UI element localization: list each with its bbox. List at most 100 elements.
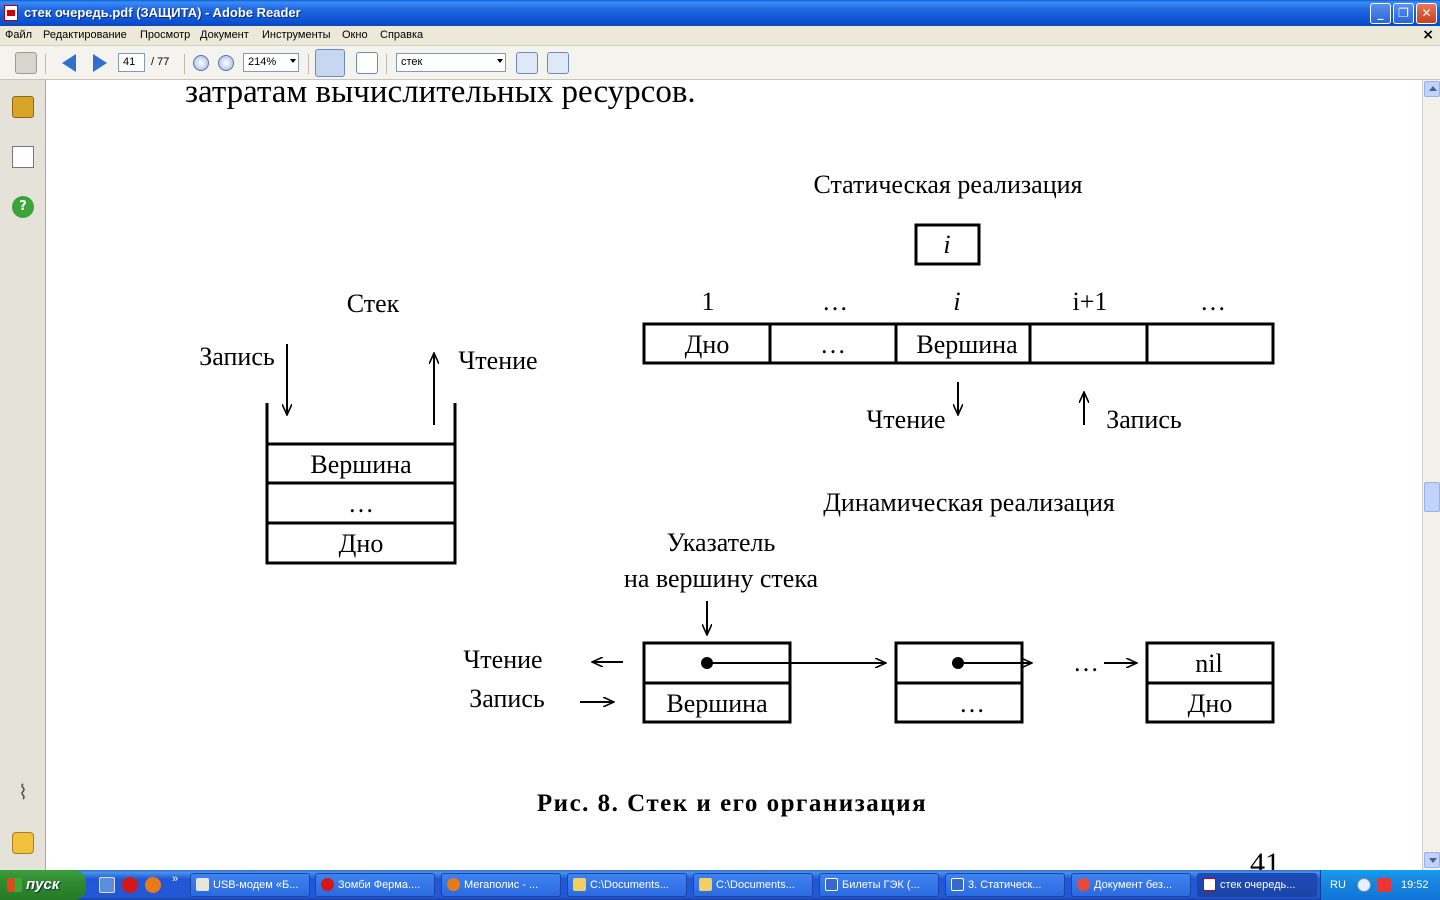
fit-width-icon[interactable] (315, 49, 345, 77)
page-number: 41 (1250, 847, 1280, 870)
stack-cell-middle: … (348, 489, 374, 518)
menu-window[interactable]: Окно (342, 29, 368, 41)
vertical-scrollbar[interactable] (1422, 80, 1440, 870)
static-index-box-label: i (943, 230, 950, 259)
dynamic-title: Динамическая реализация (823, 488, 1115, 517)
taskbar-item-documents-1[interactable]: C:\Documents... (567, 873, 687, 897)
pages-icon[interactable] (12, 146, 34, 168)
static-title: Статическая реализация (814, 170, 1083, 199)
menu-file[interactable]: Файл (5, 29, 33, 41)
static-array (642, 322, 1275, 365)
print-icon[interactable] (15, 52, 37, 74)
clock[interactable]: 19:52 (1401, 879, 1429, 891)
folder-icon (699, 878, 712, 891)
menu-bar: Файл Редактирование Просмотр Документ Ин… (0, 26, 1440, 46)
paint-icon (1077, 878, 1090, 891)
adobe-reader-icon (4, 5, 18, 21)
chevron-up-icon (1429, 86, 1437, 91)
menu-view[interactable]: Просмотр (140, 29, 191, 41)
toolbar-separator (386, 54, 387, 74)
static-index-box (914, 223, 981, 266)
antivirus-icon[interactable] (1377, 878, 1391, 892)
pdf-page: затратам вычислительных ресурсов. Стек З… (185, 80, 1280, 870)
comments-icon[interactable] (12, 832, 34, 854)
static-index: 1 (702, 287, 715, 316)
firefox-icon[interactable] (145, 877, 161, 893)
show-desktop-icon[interactable] (99, 877, 115, 893)
figure-caption: Рис. 8. Стек и его организация (537, 790, 927, 817)
taskbar-item-paint-document[interactable]: Документ без... (1071, 873, 1191, 897)
help-icon[interactable]: ? (12, 196, 34, 218)
quicklaunch-more[interactable]: » (172, 873, 179, 885)
dynamic-node-3-pointer-value: nil (1195, 649, 1222, 678)
dynamic-node-1-value: Вершина (666, 689, 768, 718)
static-read-label: Чтение (866, 405, 945, 434)
adobe-reader-icon (1203, 878, 1216, 891)
stack-read-label: Чтение (458, 346, 537, 375)
language-indicator[interactable]: RU (1330, 879, 1346, 891)
page-number-input[interactable]: 41 (118, 53, 145, 72)
word-document-icon (825, 878, 838, 891)
navigation-panel: ? ⌇ (0, 80, 46, 870)
attachment-icon[interactable]: ⌇ (18, 780, 28, 804)
find-previous-icon[interactable] (516, 52, 538, 74)
stack-cell-top: Вершина (310, 450, 412, 479)
page-total: / 77 (151, 56, 170, 68)
zoom-out-icon[interactable] (193, 55, 209, 71)
top-text: затратам вычислительных ресурсов. (185, 80, 696, 110)
static-write-label: Запись (1106, 405, 1182, 434)
close-button[interactable]: ✕ (1416, 3, 1437, 24)
search-input[interactable]: стек (396, 53, 506, 72)
scroll-down-button[interactable] (1424, 852, 1440, 868)
next-page-icon[interactable] (93, 54, 107, 72)
taskbar-item-megapolis[interactable]: Мегаполис - ... (441, 873, 561, 897)
taskbar-item-zombie-farm[interactable]: Зомби Ферма.... (315, 873, 435, 897)
scroll-thumb[interactable] (1424, 482, 1440, 512)
menu-edit[interactable]: Редактирование (43, 29, 127, 41)
start-button[interactable]: пуск (0, 870, 86, 900)
chevron-down-icon (1429, 858, 1437, 863)
start-label: пуск (26, 876, 60, 893)
find-next-icon[interactable] (547, 52, 569, 74)
toolbar-separator (308, 54, 309, 74)
document-close-icon[interactable]: × (1422, 27, 1434, 43)
menu-help[interactable]: Справка (380, 29, 424, 41)
taskbar-item-documents-2[interactable]: C:\Documents... (693, 873, 813, 897)
window-title-bar[interactable]: стек очередь.pdf (ЗАЩИТА) - Adobe Reader… (0, 0, 1440, 26)
window-title: стек очередь.pdf (ЗАЩИТА) - Adobe Reader (24, 5, 301, 20)
search-dropdown-icon[interactable] (497, 59, 503, 63)
static-index: … (1200, 287, 1226, 316)
static-index: … (822, 287, 848, 316)
folder-icon (573, 878, 586, 891)
lock-icon[interactable] (12, 96, 34, 118)
taskbar-item-bilety-gek[interactable]: Билеты ГЭК (... (819, 873, 939, 897)
static-cell: … (820, 330, 846, 359)
previous-page-icon[interactable] (62, 54, 76, 72)
minimize-button[interactable]: _ (1370, 3, 1391, 24)
zoom-dropdown-icon[interactable] (290, 59, 296, 63)
opera-icon[interactable] (122, 877, 138, 893)
menu-tools[interactable]: Инструменты (262, 29, 331, 41)
toolbar: 41 / 77 214% стек (0, 46, 1440, 80)
dynamic-dots: … (1073, 648, 1099, 677)
dynamic-read-label: Чтение (463, 645, 542, 674)
toolbar-separator (45, 54, 46, 74)
document-view[interactable]: затратам вычислительных ресурсов. Стек З… (47, 80, 1422, 870)
taskbar-item-usb-modem[interactable]: USB-модем «Б... (190, 873, 310, 897)
taskbar: пуск » USB-модем «Б... Зомби Ферма.... М… (0, 870, 1440, 900)
network-icon[interactable] (1357, 878, 1371, 892)
toolbar-separator (184, 54, 185, 74)
system-tray: RU 19:52 (1320, 870, 1440, 900)
windows-logo-icon (7, 878, 22, 892)
stack-write-label: Запись (199, 342, 275, 371)
menu-document[interactable]: Документ (200, 29, 249, 41)
zoom-in-icon[interactable] (218, 55, 234, 71)
taskbar-item-staticheskaya[interactable]: 3. Статическ... (945, 873, 1065, 897)
fit-page-icon[interactable] (356, 52, 378, 74)
scroll-up-button[interactable] (1424, 81, 1440, 97)
modem-icon (196, 878, 209, 891)
dynamic-write-label: Запись (469, 684, 545, 713)
maximize-button[interactable]: ❐ (1393, 3, 1414, 24)
zoom-level-input[interactable]: 214% (243, 53, 299, 72)
taskbar-item-adobe-reader[interactable]: стек очередь... (1197, 873, 1317, 897)
